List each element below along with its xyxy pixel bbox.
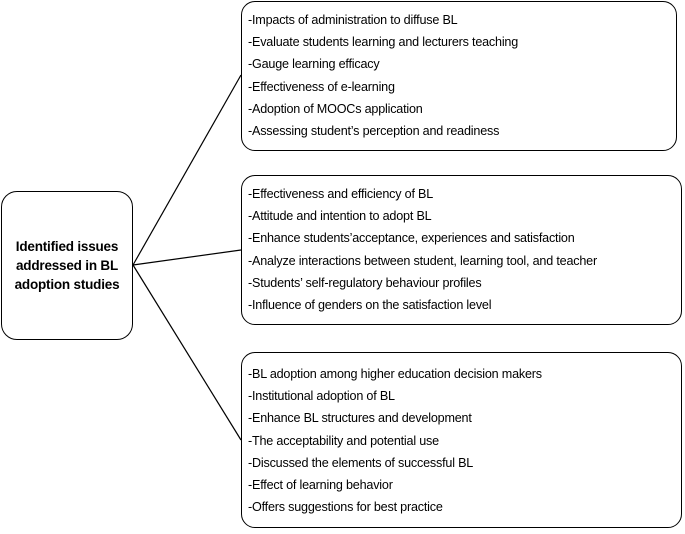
issue-list: -Effectiveness and efficiency of BL -Att…	[242, 183, 681, 316]
issue-item: -Discussed the elements of successful BL	[248, 455, 474, 470]
issue-item: -Enhance students’acceptance, experience…	[248, 231, 575, 246]
issue-item: -Gauge learning efficacy	[248, 57, 380, 72]
root-label-line: adoption studies	[14, 277, 120, 292]
issue-group-2: -Effectiveness and efficiency of BL -Att…	[241, 175, 682, 325]
issue-item: -The acceptability and potential use	[248, 433, 439, 448]
issue-item: -BL adoption among higher education deci…	[248, 367, 542, 381]
root-label-line: addressed in BL	[15, 258, 119, 273]
issue-item: -Effect of learning behavior	[248, 478, 393, 493]
issue-item: -Institutional adoption of BL	[248, 389, 395, 404]
connector-to-group-3	[132, 264, 242, 441]
issue-item: -Effectiveness of e-learning	[248, 79, 395, 94]
root-node: Identified issues addressed in BL adopti…	[1, 191, 133, 340]
issue-item: -Effectiveness and efficiency of BL	[248, 187, 434, 201]
issue-item: -Enhance BL structures and development	[248, 411, 472, 426]
issue-item: -Assessing student’s perception and read…	[248, 124, 500, 139]
issue-item: -Offers suggestions for best practice	[248, 500, 443, 515]
issue-item: -Analyze interactions between student, l…	[248, 253, 597, 268]
issue-list: -Impacts of administration to diffuse BL…	[242, 9, 676, 142]
issue-item: -Influence of genders on the satisfactio…	[248, 298, 492, 313]
issue-item: -Students’ self-regulatory behaviour pro…	[248, 275, 482, 290]
issue-item: -Adoption of MOOCs application	[248, 101, 423, 116]
connector-to-group-1	[132, 74, 242, 266]
root-node-label: Identified issues addressed in BL adopti…	[9, 237, 126, 294]
issue-group-1: -Impacts of administration to diffuse BL…	[241, 1, 677, 151]
issue-list: -BL adoption among higher education deci…	[242, 363, 681, 518]
issue-item: -Evaluate students learning and lecturer…	[248, 35, 519, 50]
connector-to-group-2	[132, 249, 242, 266]
issue-item: -Impacts of administration to diffuse BL	[248, 13, 458, 27]
root-label-line: Identified issues	[15, 239, 119, 254]
issue-item: -Attitude and intention to adopt BL	[248, 209, 432, 224]
issue-group-3: -BL adoption among higher education deci…	[241, 352, 682, 528]
